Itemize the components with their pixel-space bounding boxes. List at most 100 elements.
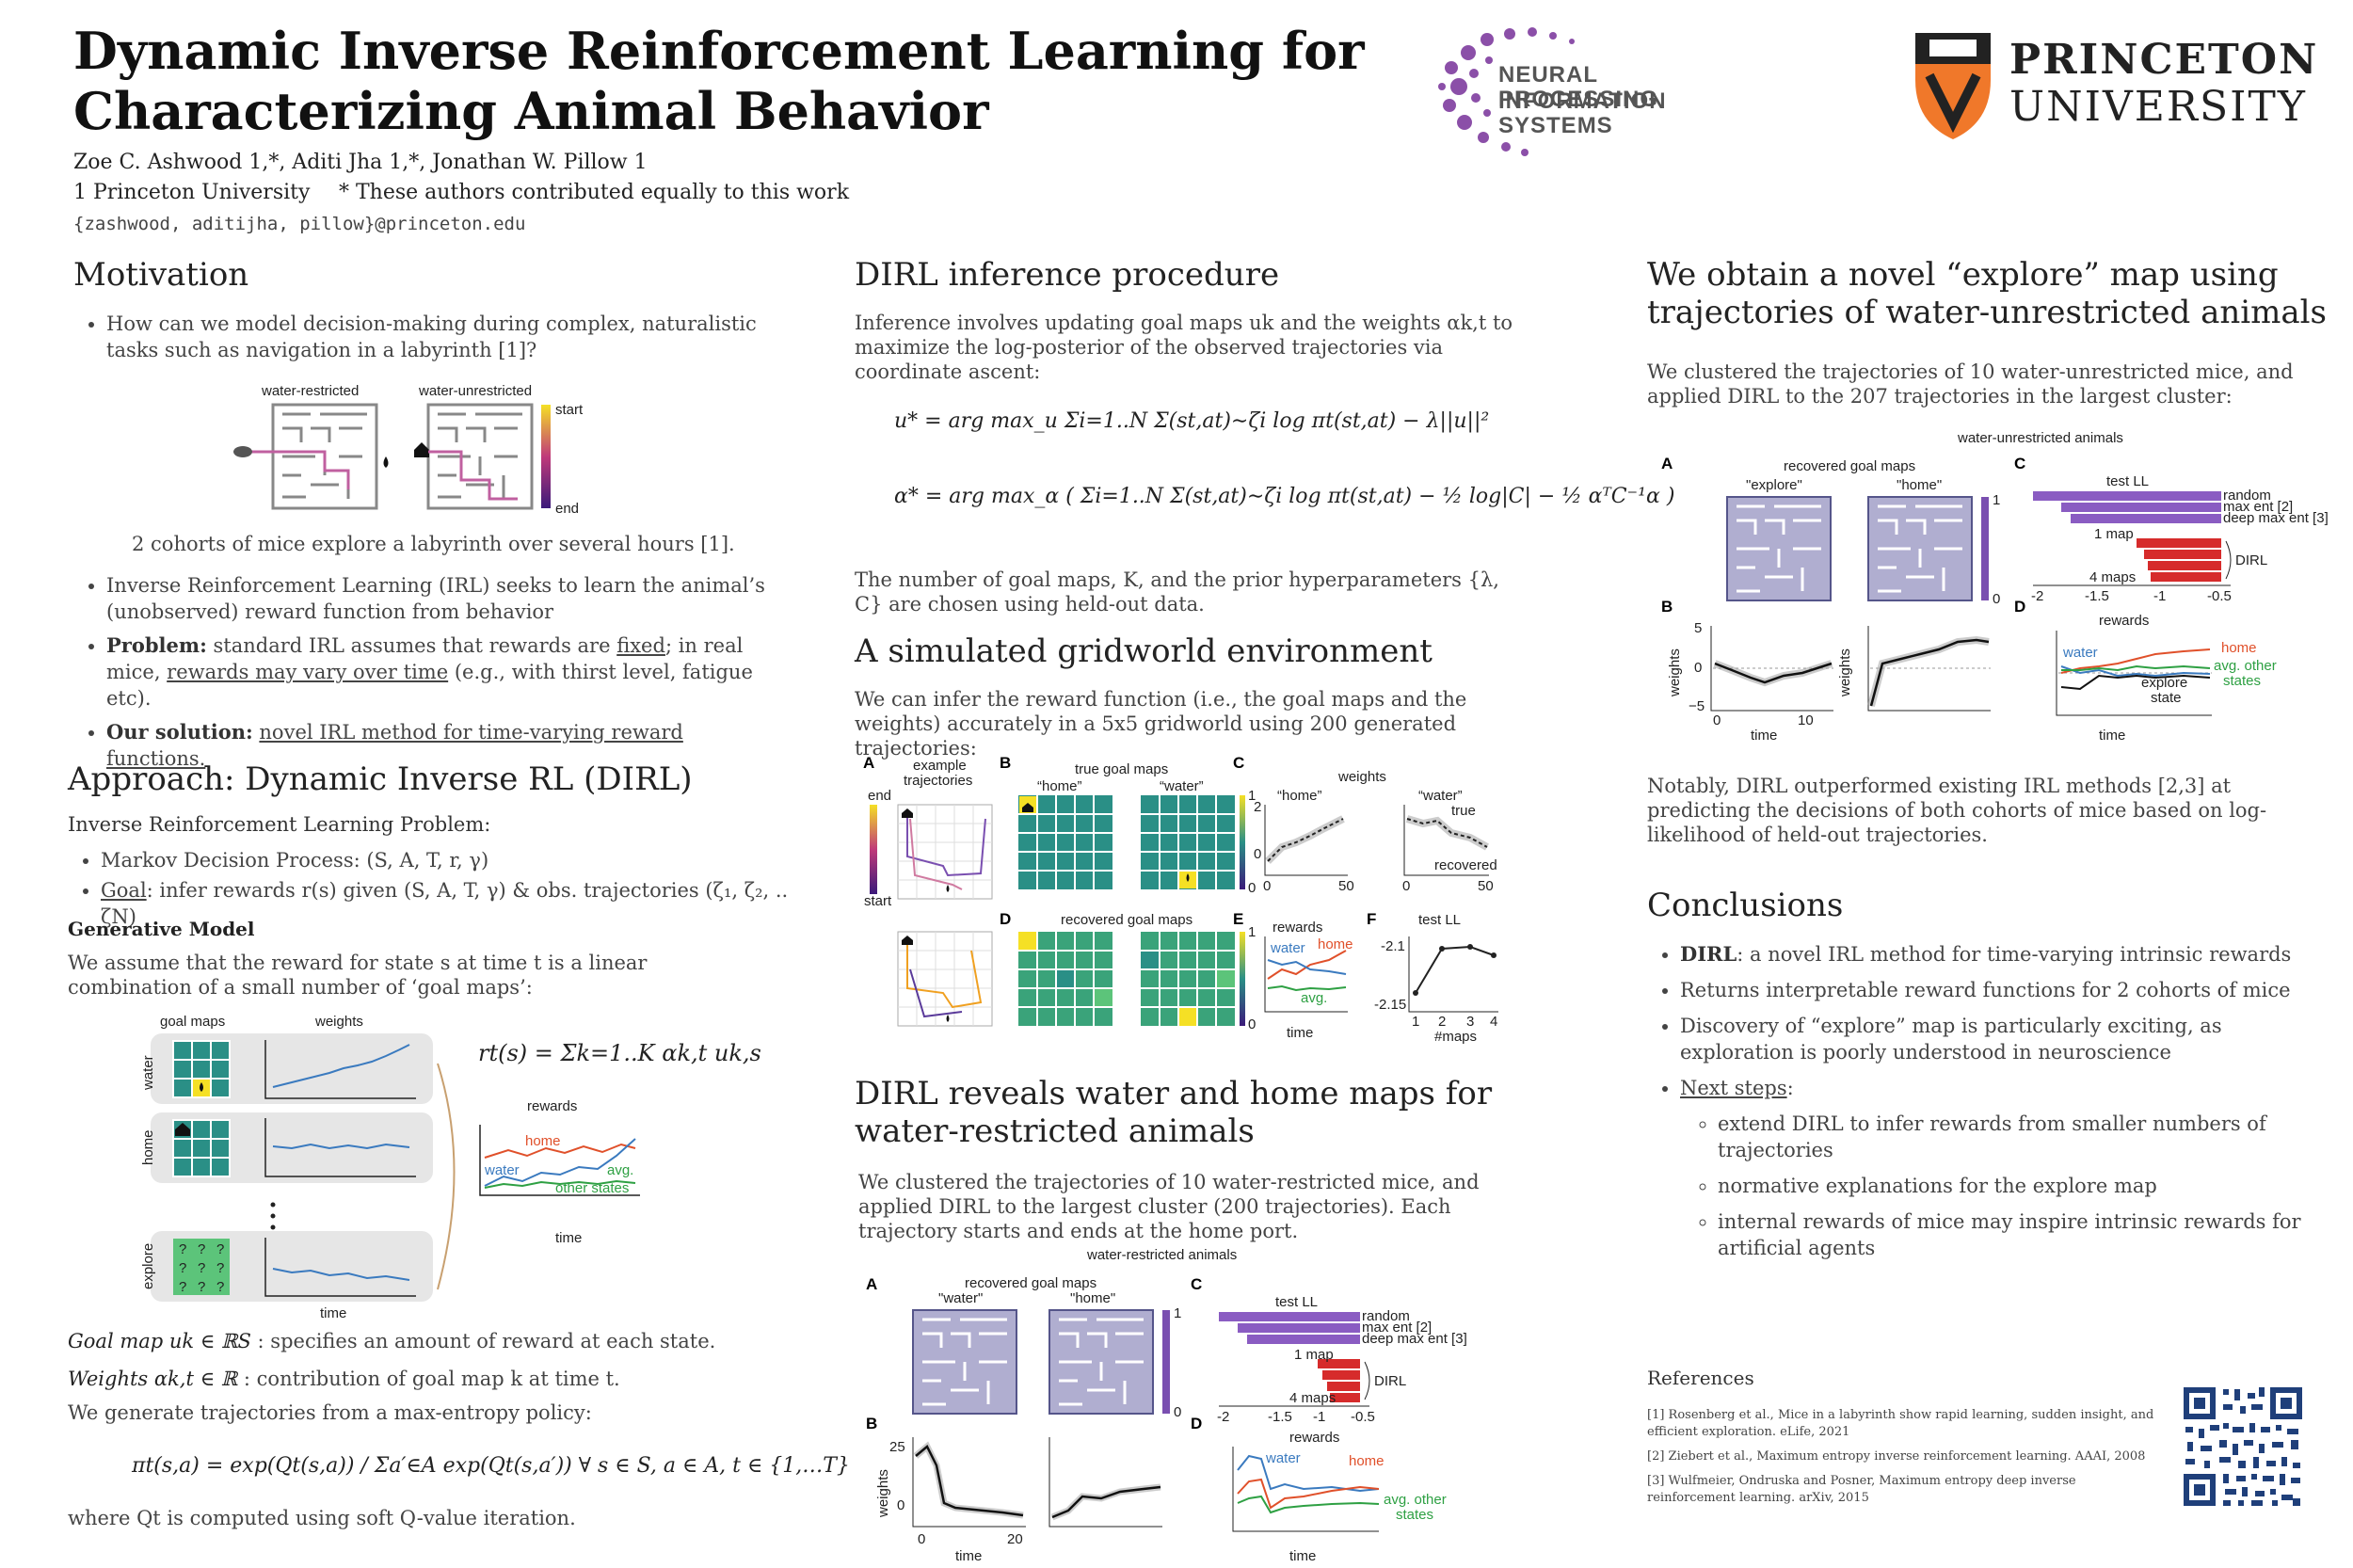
mdp-bullet: Markov Decision Process: (S, A, T, r, γ) — [101, 847, 816, 873]
home-icon — [414, 442, 429, 457]
maps-label: #maps — [1434, 1029, 1477, 1045]
inference-eq-u: u* = arg max_u Σi=1..N Σ(st,at)∼ζi log π… — [894, 409, 1490, 433]
u-rewards-label: rewards — [2099, 613, 2149, 629]
fig-weights-label: weights — [314, 1014, 363, 1030]
r-rewards-label: rewards — [1289, 1430, 1339, 1446]
qr-code[interactable] — [2182, 1385, 2304, 1508]
r-wt0: 0 — [897, 1497, 904, 1513]
panel-b: B — [1000, 754, 1011, 772]
true-goal-maps-label: true goal maps — [1075, 761, 1168, 777]
cb-top: 1 — [1248, 788, 1256, 804]
unrestricted-intro: We clustered the trajectories of 10 wate… — [1647, 360, 2294, 408]
reference-1: [1] Rosenberg et al., Mice in a labyrint… — [1647, 1408, 2154, 1439]
r-wt25: 25 — [889, 1439, 905, 1455]
tick-t50: 50 — [1338, 878, 1354, 894]
fig-water-label: water — [140, 1055, 156, 1091]
goal-text: : infer rewards r(s) given (S, A, T, γ) … — [101, 879, 789, 928]
u-xt1: -1.5 — [2085, 588, 2109, 604]
u-xt0: -2 — [2031, 588, 2043, 604]
inference-intro: Inference involves updating goal maps uk… — [855, 312, 1513, 383]
next-step-3: internal rewards of mice may inspire int… — [1718, 1208, 2339, 1261]
r-time-2: time — [1289, 1548, 1316, 1564]
u-states: states — [2223, 673, 2261, 689]
goal-map-symbol: Goal map uk ∈ ℝS — [68, 1330, 251, 1352]
u-xt3: -0.5 — [2207, 588, 2232, 604]
motivation-heading: Motivation — [73, 256, 249, 294]
solution-text: novel IRL method for time-varying reward… — [106, 721, 683, 770]
qr-code-icon — [2182, 1385, 2304, 1508]
unrestricted-heading-1: We obtain a novel “explore” map using — [1647, 256, 2279, 294]
labyrinth-svg: water-restricted water-unrestricted star… — [233, 383, 584, 517]
r-panel-d: D — [1191, 1415, 1202, 1432]
colorbar-end: end — [555, 501, 579, 517]
approach-heading: Approach: Dynamic Inverse RL (DIRL) — [68, 760, 693, 798]
fig-time-label: time — [320, 1305, 346, 1321]
recovered-map-water — [1141, 932, 1235, 1026]
next-step-1: extend DIRL to infer rewards from smalle… — [1718, 1111, 2339, 1163]
home-icon — [1022, 803, 1033, 812]
r-cb0: 0 — [1174, 1404, 1181, 1420]
conclusion-1-bold: DIRL — [1680, 942, 1737, 966]
problem-fixed: fixed — [616, 634, 665, 657]
u-wt-5: −5 — [1689, 698, 1705, 714]
q-mark: ? — [198, 1241, 205, 1257]
u-xt2: -1 — [2153, 588, 2166, 604]
label-water-unrestricted: water-unrestricted — [418, 383, 532, 399]
r-tt0: 0 — [918, 1531, 925, 1547]
u-weights-label-2: weights — [1837, 648, 1853, 697]
panel-e: E — [1233, 910, 1243, 928]
u-time-1: time — [1751, 728, 1777, 744]
references-list: [1] Rosenberg et al., Mice in a labyrint… — [1647, 1407, 2165, 1514]
r-dirl: DIRL — [1374, 1373, 1406, 1389]
neurips-logo-text-1: NEURAL INFORMATION — [1498, 62, 1667, 114]
weights-home-label: “home” — [1277, 788, 1322, 804]
r-xt2: -1 — [1313, 1409, 1325, 1425]
colorbar-start: start — [555, 402, 584, 418]
gridworld-figure: A B C D E F example trajectories end sta… — [858, 753, 1517, 1054]
r-4maps: 4 maps — [1289, 1390, 1336, 1406]
neurips-logo-mark — [1438, 27, 1575, 156]
next-steps-colon: : — [1786, 1077, 1794, 1099]
home-icon — [902, 808, 913, 818]
r-test-ll: test LL — [1275, 1294, 1318, 1310]
labyrinth-caption: 2 cohorts of mice explore a labyrinth ov… — [132, 533, 735, 555]
q-mark: ? — [216, 1241, 224, 1257]
authors: Zoe C. Ashwood 1,*, Aditi Jha 1,*, Jonat… — [73, 151, 648, 174]
u-fig-title: water-unrestricted animals — [1957, 430, 2123, 446]
q-mark: ? — [179, 1260, 186, 1276]
q-mark: ? — [198, 1260, 205, 1276]
panel-f: F — [1367, 910, 1376, 928]
weights-text: : contribution of goal map k at time t. — [237, 1368, 620, 1390]
e-avg: avg. — [1301, 990, 1327, 1006]
r-deepmaxent: deep max ent [3] — [1362, 1331, 1467, 1347]
u-cb0: 0 — [1993, 591, 2000, 607]
legend-recovered: recovered — [1434, 857, 1497, 873]
problem-vary: rewards may vary over time — [167, 661, 449, 683]
r-tt20: 20 — [1007, 1531, 1023, 1547]
fig-avg-label: avg. — [607, 1162, 633, 1178]
x-tick-4: 4 — [1490, 1014, 1497, 1030]
inference-hyperparams: The number of goal maps, K, and the prio… — [855, 568, 1499, 616]
conclusion-1-text: : a novel IRL method for time-varying in… — [1737, 943, 2292, 966]
generative-model-figure: goal maps weights water home explore ???… — [132, 1007, 791, 1327]
neurips-logo-text-2: PROCESSING SYSTEMS — [1498, 87, 1659, 138]
r-xt3: -0.5 — [1351, 1409, 1375, 1425]
next-steps-label: Next steps — [1680, 1077, 1787, 1099]
u-tt0: 0 — [1713, 712, 1721, 728]
restricted-heading: DIRL reveals water and home maps for wat… — [855, 1075, 1492, 1150]
r-weights-label: weights — [875, 1469, 891, 1518]
y-tick-215: -2.15 — [1374, 997, 1406, 1013]
panel-c: C — [1233, 754, 1244, 772]
u-ll-bars — [2033, 491, 2221, 582]
home-icon — [175, 1123, 190, 1136]
time-colorbar — [541, 405, 551, 508]
assumption-text: We assume that the reward for state s at… — [68, 952, 648, 999]
restricted-heading-1: DIRL reveals water and home maps for — [855, 1075, 1493, 1112]
label-water-restricted: water-restricted — [261, 383, 359, 399]
u-weights-label-1: weights — [1667, 648, 1683, 697]
e-water: water — [1270, 940, 1305, 956]
r-recovered-goal-maps: recovered goal maps — [965, 1275, 1096, 1291]
panel-a: A — [863, 754, 874, 772]
